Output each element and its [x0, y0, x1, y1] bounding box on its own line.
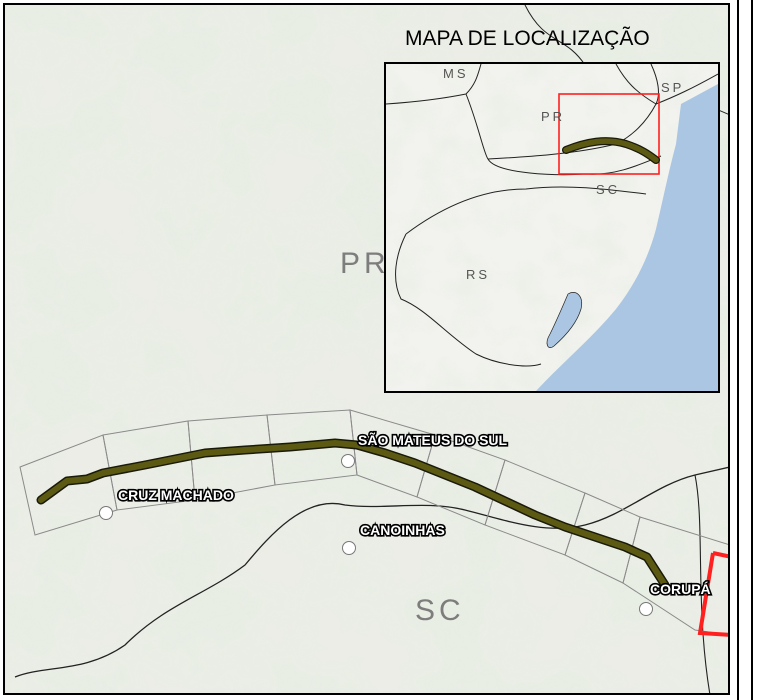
inset-map-title: MAPA DE LOCALIZAÇÃO — [405, 27, 650, 50]
right-edge-bar — [737, 0, 753, 700]
inset-map[interactable]: MS PR SP SC RS — [384, 62, 720, 393]
city-marker-canoinhas[interactable] — [342, 541, 356, 555]
inset-label-sp: SP — [661, 80, 684, 95]
route-line — [36, 438, 670, 590]
inset-label-ms: MS — [443, 66, 469, 81]
extent-box-main — [697, 551, 728, 637]
inset-map-svg: MS PR SP SC RS — [386, 64, 718, 391]
city-marker-sao-mateus-do-sul[interactable] — [341, 454, 355, 468]
state-label-sc: SC — [415, 594, 465, 627]
inset-label-sc: SC — [596, 182, 620, 197]
pr-sc-border — [14, 466, 728, 678]
city-marker-corupa[interactable] — [639, 602, 653, 616]
city-label-canoinhas: CANOINHAS — [360, 522, 445, 538]
lagoon — [546, 292, 582, 348]
city-label-corupa: CORUPÁ — [650, 581, 711, 597]
inset-extent-box — [558, 93, 660, 175]
state-border-east — [694, 474, 711, 693]
inset-route-line — [563, 138, 659, 163]
city-marker-cruz-machado[interactable] — [99, 506, 113, 520]
city-label-cruz-machado: CRUZ MACHADO — [118, 487, 234, 503]
city-label-sao-mateus-do-sul: SÃO MATEUS DO SUL — [358, 431, 508, 448]
inset-label-pr: PR — [541, 109, 565, 124]
inset-label-rs: RS — [466, 267, 490, 282]
state-label-pr: PR — [340, 247, 390, 280]
inset-state-borders — [386, 64, 718, 367]
main-map-frame[interactable]: PR SC SP CRUZ MACHADO SÃO MATEUS DO SUL … — [3, 3, 730, 695]
ocean — [536, 84, 718, 391]
